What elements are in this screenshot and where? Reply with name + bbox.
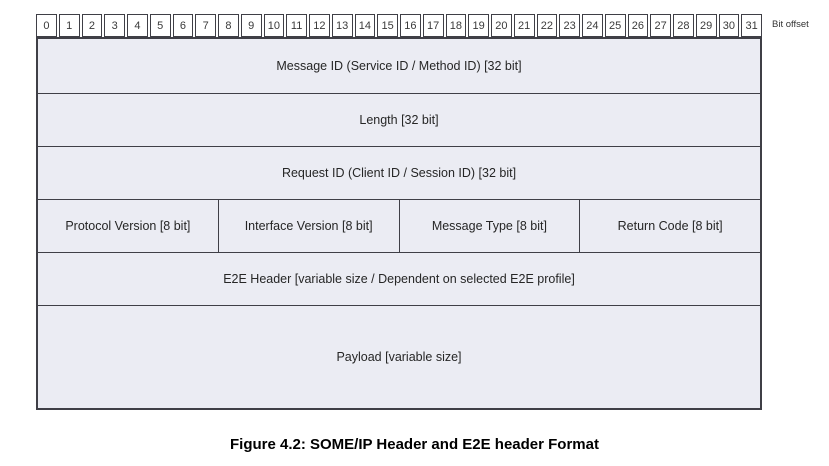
field-row-payload: Payload [variable size] [38, 306, 760, 408]
field-label: Payload [variable size] [336, 350, 462, 364]
field-label: E2E Header [variable size / Dependent on… [223, 272, 575, 286]
bit-offset-cell: 17 [422, 14, 444, 37]
field-label: Message ID (Service ID / Method ID) [32 … [276, 59, 522, 73]
bit-offset-cell: 25 [604, 14, 626, 37]
field-label: Request ID (Client ID / Session ID) [32 … [281, 166, 517, 180]
bit-offset-cell: 14 [354, 14, 376, 37]
bit-offset-cell: 3 [104, 14, 125, 37]
field-label: Length [32 bit] [359, 113, 439, 127]
bit-offset-cell: 1 [58, 14, 80, 37]
bit-offset-cell: 4 [127, 14, 148, 37]
figure-caption: Figure 4.2: SOME/IP Header and E2E heade… [229, 436, 599, 453]
header-fields-body: Message ID (Service ID / Method ID) [32 … [36, 37, 762, 410]
bit-offset-cell: 7 [195, 14, 216, 37]
bit-offset-cell: 11 [286, 14, 307, 37]
bit-offset-cell: 18 [445, 14, 467, 37]
bit-offset-cell: 8 [218, 14, 239, 37]
bit-offset-cell: 6 [172, 14, 194, 37]
bit-offset-cell: 21 [513, 14, 535, 37]
bit-offset-cell: 30 [718, 14, 740, 37]
field-label: Message Type [8 bit] [431, 219, 547, 233]
bit-offset-cell: 28 [673, 14, 694, 37]
bit-offset-cell: 23 [559, 14, 580, 37]
bit-offset-cell: 26 [627, 14, 649, 37]
bit-offset-axis-label: Bit offset [772, 19, 809, 30]
bit-offset-cell: 22 [536, 14, 558, 37]
bit-offset-cell: 20 [491, 14, 512, 37]
field-cell-protocol-version: Protocol Version [8 bit] [38, 200, 219, 252]
field-row-request-id: Request ID (Client ID / Session ID) [32 … [38, 147, 760, 200]
field-cell-return-code: Return Code [8 bit] [580, 200, 760, 252]
bit-offset-cell: 27 [650, 14, 671, 37]
bit-offset-cell: 10 [263, 14, 285, 37]
field-row-message-id: Message ID (Service ID / Method ID) [32 … [38, 39, 760, 94]
bit-offset-cell: 9 [240, 14, 262, 37]
field-label: Interface Version [8 bit] [244, 219, 373, 233]
bit-offset-cell: 5 [149, 14, 171, 37]
bit-offset-cell: 12 [309, 14, 330, 37]
bit-offset-cell: 31 [741, 14, 762, 37]
field-row-e2e-header: E2E Header [variable size / Dependent on… [38, 253, 760, 306]
field-cell-interface-version: Interface Version [8 bit] [219, 200, 400, 252]
bit-offset-cell: 19 [468, 14, 489, 37]
field-row-byte-fields: Protocol Version [8 bit] Interface Versi… [38, 200, 760, 253]
bit-offset-cell: 16 [400, 14, 421, 37]
bit-offset-cell: 29 [695, 14, 717, 37]
field-row-length: Length [32 bit] [38, 94, 760, 147]
bit-offset-cell: 24 [582, 14, 603, 37]
bit-offset-cell: 15 [377, 14, 398, 37]
bit-offset-cell: 2 [81, 14, 103, 37]
bit-offset-cell: 13 [331, 14, 353, 37]
field-cell-message-type: Message Type [8 bit] [400, 200, 581, 252]
field-label: Return Code [8 bit] [617, 219, 723, 233]
bit-offset-cell: 0 [36, 14, 57, 37]
field-label: Protocol Version [8 bit] [65, 219, 191, 233]
